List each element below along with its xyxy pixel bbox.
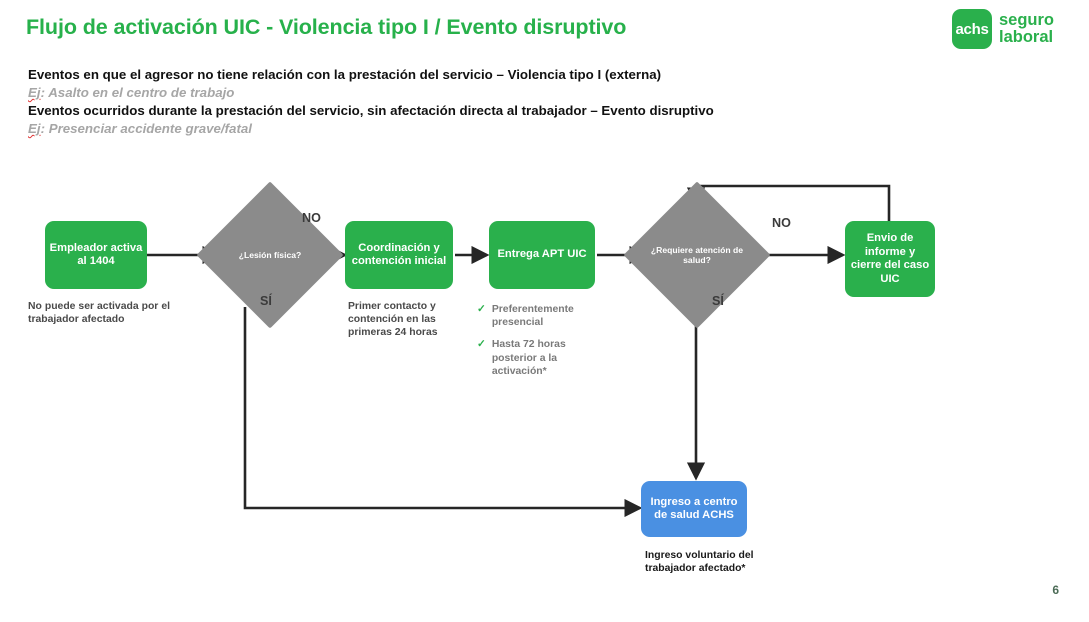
caption-coordinacion: Primer contacto y contención en las prim… — [348, 300, 466, 340]
decision-atencion-label: ¿Requiere atención de salud? — [650, 244, 744, 266]
intro-line-4-prefix: Ej — [28, 121, 41, 136]
caption-ingreso-text: Ingreso voluntario del trabajador afecta… — [645, 550, 754, 575]
check-item-text: Preferentemente presencial — [491, 304, 574, 329]
node-coordinacion-contencion[interactable]: Coordinación y contención inicial — [345, 221, 453, 289]
caption-empleador-text: No puede ser activada por el trabajador … — [28, 301, 170, 326]
node-envio-informe-cierre[interactable]: Envio de informe y cierre del caso UIC — [845, 221, 935, 297]
page-number: 6 — [1052, 583, 1059, 597]
edge-label-si-2: SÍ — [712, 294, 724, 308]
node-empleador-activa-1404[interactable]: Empleador activa al 1404 — [45, 221, 147, 289]
node-empleador-label: Empleador activa al 1404 — [49, 241, 143, 268]
node-ingreso-centro-salud[interactable]: Ingreso a centro de salud ACHS — [641, 481, 747, 537]
intro-line-3: Eventos ocurridos durante la prestación … — [28, 103, 714, 118]
check-item: ✓ Preferentemente presencial — [477, 303, 589, 329]
intro-line-2-prefix: Ej — [28, 85, 41, 100]
checklist-entrega-apt: ✓ Preferentemente presencial ✓ Hasta 72 … — [477, 303, 589, 387]
decision-lesion-label: ¿Lesión física? — [238, 249, 302, 260]
page-title: Flujo de activación UIC - Violencia tipo… — [26, 15, 627, 39]
edge-label-no-2: NO — [772, 216, 791, 230]
achs-logo-line2: laboral — [999, 28, 1054, 46]
decision-requiere-atencion-salud[interactable]: ¿Requiere atención de salud? — [623, 181, 771, 329]
caption-empleador: No puede ser activada por el trabajador … — [28, 300, 170, 326]
intro-line-2: Ej: Asalto en el centro de trabajo — [28, 84, 928, 102]
check-icon: ✓ — [477, 303, 486, 315]
intro-line-2-rest: : Asalto en el centro de trabajo — [40, 85, 235, 100]
node-coordinacion-label: Coordinación y contención inicial — [351, 241, 447, 268]
caption-coordinacion-text: Primer contacto y contención en las prim… — [348, 301, 438, 339]
edge-label-si-1: SÍ — [260, 294, 272, 308]
node-entrega-apt-uic[interactable]: Entrega APT UIC — [489, 221, 595, 289]
edge-label-no-1: NO — [302, 211, 321, 225]
achs-logo-line1: seguro — [999, 10, 1055, 29]
intro-block: Eventos en que el agresor no tiene relac… — [28, 66, 928, 138]
node-ingreso-centro-label: Ingreso a centro de salud ACHS — [650, 495, 738, 522]
achs-logo: achs seguro laboral — [952, 9, 1054, 49]
intro-line-1: Eventos en que el agresor no tiene relac… — [28, 67, 662, 82]
check-item: ✓ Hasta 72 horas posterior a la activaci… — [477, 338, 589, 378]
caption-ingreso: Ingreso voluntario del trabajador afecta… — [645, 549, 765, 575]
check-icon: ✓ — [477, 338, 486, 351]
achs-logo-text: seguro laboral — [999, 10, 1055, 47]
intro-line-4: Ej: Presenciar accidente grave/fatal — [28, 120, 928, 138]
achs-logo-mark: achs — [952, 9, 992, 49]
node-envio-informe-label: Envio de informe y cierre del caso UIC — [850, 232, 930, 285]
check-item-text: Hasta 72 horas posterior a la activación… — [491, 339, 566, 377]
intro-line-4-rest: : Presenciar accidente grave/fatal — [40, 121, 252, 136]
node-entrega-apt-label: Entrega APT UIC — [497, 248, 587, 261]
decision-lesion-fisica[interactable]: ¿Lesión física? — [196, 181, 344, 329]
